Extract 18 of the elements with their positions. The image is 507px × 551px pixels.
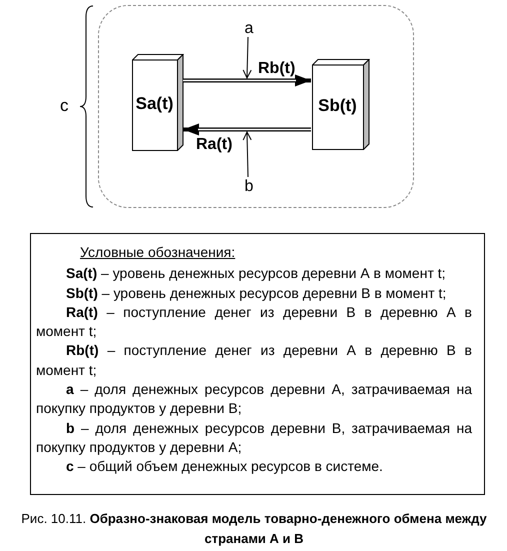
brace-label: c	[60, 96, 68, 116]
edge-label: Ra(t)	[196, 136, 232, 154]
legend-panel	[30, 233, 485, 495]
system-frame	[98, 5, 414, 208]
legend-entry: c – общий объем денежных ресурсов в системе.	[65, 457, 384, 476]
variable-label: b	[244, 178, 254, 196]
legend-entry: Sa(t) – уровень денежных ресурсов деревни А в момент t;	[65, 264, 447, 284]
edge-label: Rb(t)	[258, 60, 296, 78]
legend-entry: b – доля денежных ресурсов деревни В, затрачиваемая на покупку продуктов у деревни А;	[36, 418, 472, 457]
legend-heading: Условные обозначения:	[79, 243, 236, 262]
legend-entry: Ra(t) – поступление денег из деревни В в деревню А в момент t;	[36, 302, 472, 342]
variable-label: a	[244, 20, 254, 38]
legend-entry: Rb(t) – поступление денег из деревни А в деревню В в момент t;	[36, 341, 472, 380]
legend-entry: Sb(t) – уровень денежных ресурсов деревни В в момент t;	[65, 284, 448, 303]
block-label: Sb(t)	[317, 96, 358, 116]
block-label: Sa(t)	[134, 94, 174, 114]
legend-entry: a – доля денежных ресурсов деревни А, затрачиваемая на покупку продуктов у деревни В;	[36, 380, 472, 418]
figure-caption: Рис. 10.11. Образно-знаковая модель товарно-денежного обмена между странами А и В	[20, 510, 488, 548]
